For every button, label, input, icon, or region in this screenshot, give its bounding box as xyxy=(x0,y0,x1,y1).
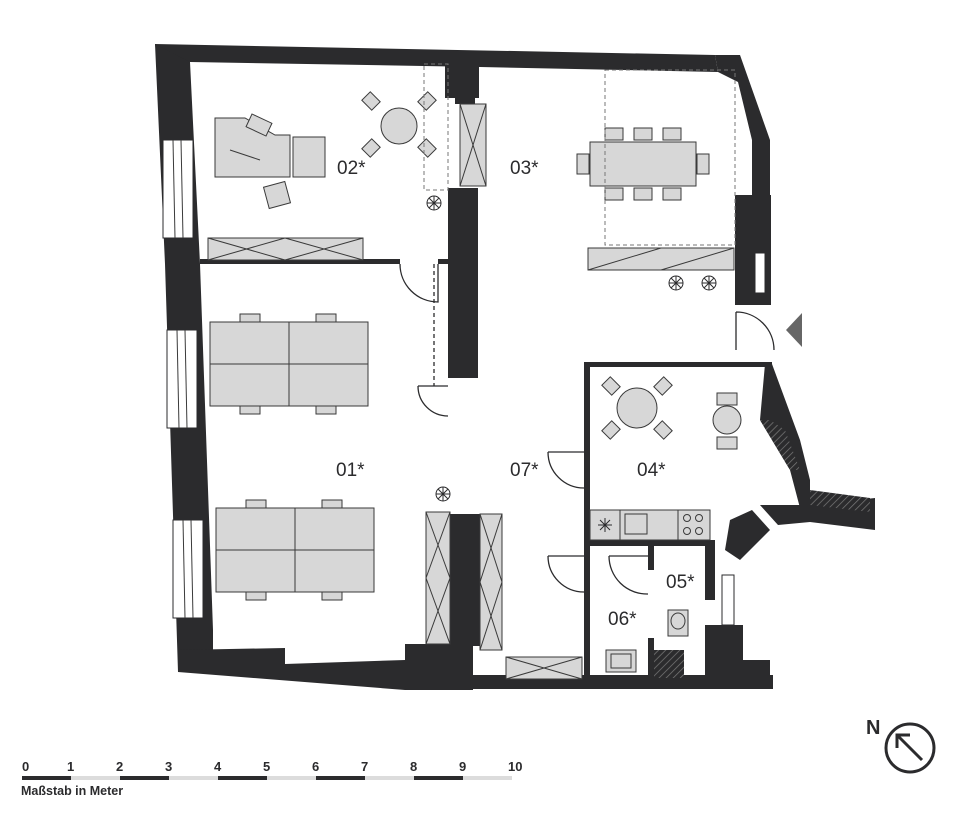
scale-tick-label: 10 xyxy=(508,759,522,774)
scale-tick-label: 4 xyxy=(214,759,222,774)
scale-tick-label: 9 xyxy=(459,759,466,774)
room-04-furniture xyxy=(589,376,742,541)
scale-tick-labels: 0 1 2 3 4 5 6 7 8 9 10 xyxy=(22,759,522,774)
scale-segment xyxy=(22,776,71,780)
compass-icon xyxy=(884,722,936,774)
scale-segments xyxy=(22,776,512,780)
scale-tick-label: 0 xyxy=(22,759,29,774)
scale-segment xyxy=(218,776,267,780)
scale-segment xyxy=(365,776,414,780)
bathroom-fixtures xyxy=(605,609,689,673)
room-label-01: 01* xyxy=(336,460,365,481)
room-label-05: 05* xyxy=(666,572,695,593)
scale-segment xyxy=(169,776,218,780)
north-indicator: N xyxy=(866,717,936,774)
scale-tick-label: 5 xyxy=(263,759,270,774)
room-label-04: 04* xyxy=(637,460,666,481)
hatched-walls xyxy=(654,420,870,678)
room-label-07: 07* xyxy=(510,460,539,481)
scale-bar: 0 1 2 3 4 5 6 7 8 9 10 Maßstab in Meter xyxy=(21,759,522,798)
scale-tick-label: 7 xyxy=(361,759,368,774)
scale-tick-label: 8 xyxy=(410,759,417,774)
room-label-02: 02* xyxy=(337,158,366,179)
scale-caption: Maßstab in Meter xyxy=(21,784,123,798)
entrance-arrow-icon xyxy=(786,313,802,347)
room-labels: 01* 02* 03* 04* 05* 06* 07* xyxy=(336,158,695,630)
doors xyxy=(399,263,775,595)
scale-segment xyxy=(463,776,512,780)
room-label-03: 03* xyxy=(510,158,539,179)
scale-tick-label: 1 xyxy=(67,759,74,774)
scale-segment xyxy=(267,776,316,780)
scale-tick-label: 3 xyxy=(165,759,172,774)
room-02-furniture xyxy=(207,63,487,261)
room-03-furniture xyxy=(576,69,736,271)
north-label: N xyxy=(866,717,880,739)
room-01-furniture xyxy=(209,313,583,680)
scale-tick-label: 2 xyxy=(116,759,123,774)
scale-segment xyxy=(316,776,365,780)
scale-segment xyxy=(414,776,463,780)
scale-segment xyxy=(71,776,120,780)
fan-symbols xyxy=(426,195,717,532)
scale-tick-label: 6 xyxy=(312,759,319,774)
windows xyxy=(162,139,766,626)
room-label-06: 06* xyxy=(608,609,637,630)
scale-segment xyxy=(120,776,169,780)
